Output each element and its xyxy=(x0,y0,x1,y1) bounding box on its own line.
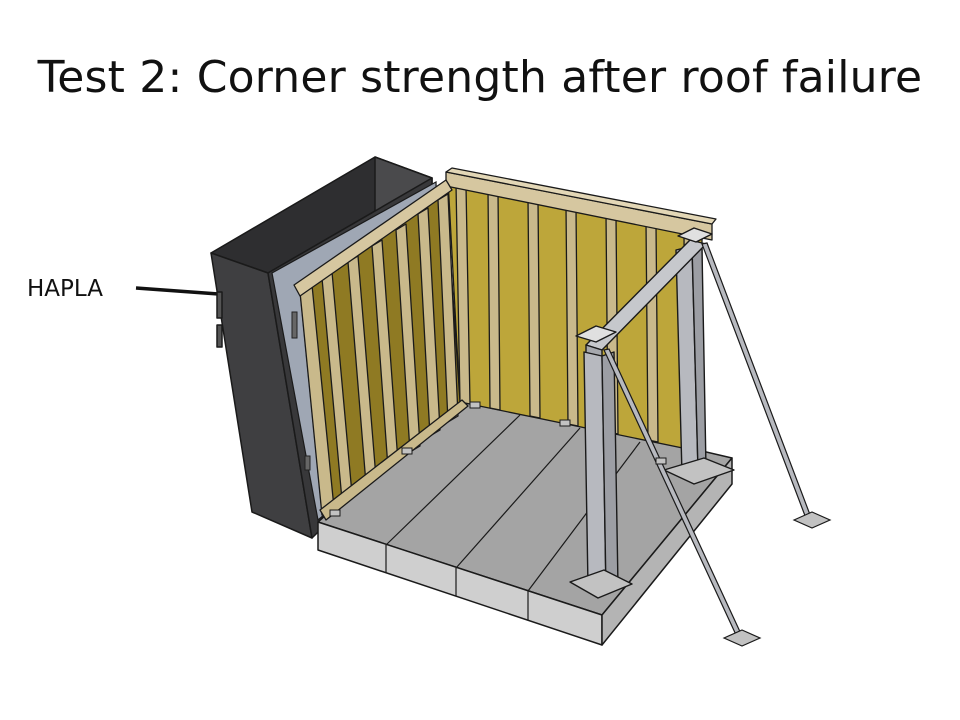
panel-clip xyxy=(304,455,311,471)
braces xyxy=(603,242,832,647)
slab-joint xyxy=(385,414,521,546)
front-column-base xyxy=(569,569,633,599)
slab-joint xyxy=(527,441,641,592)
hapla-handle-top xyxy=(216,291,223,319)
slab-right xyxy=(601,457,733,646)
back-column-cap xyxy=(677,227,713,243)
floor-clips xyxy=(329,401,667,517)
left-wall xyxy=(293,179,469,521)
hapla-callout-label: HAPLA xyxy=(27,276,103,302)
concrete-slab xyxy=(317,394,733,646)
hapla-handle-bottom xyxy=(216,324,223,348)
steel-frame xyxy=(569,227,735,599)
left-wall-top-plate xyxy=(293,179,453,297)
left-wall-bottom-plate xyxy=(319,399,469,521)
slide-title: Test 2: Corner strength after roof failu… xyxy=(37,52,923,103)
back-wall-top-plate-face xyxy=(445,167,717,225)
back-column-base xyxy=(663,457,735,485)
panel-clip xyxy=(291,311,298,339)
front-column-cap xyxy=(575,325,617,343)
slab-joint xyxy=(455,427,581,569)
anchor-plate-back xyxy=(792,511,832,529)
anchor-plate-front xyxy=(722,629,762,647)
back-wall xyxy=(445,167,717,453)
